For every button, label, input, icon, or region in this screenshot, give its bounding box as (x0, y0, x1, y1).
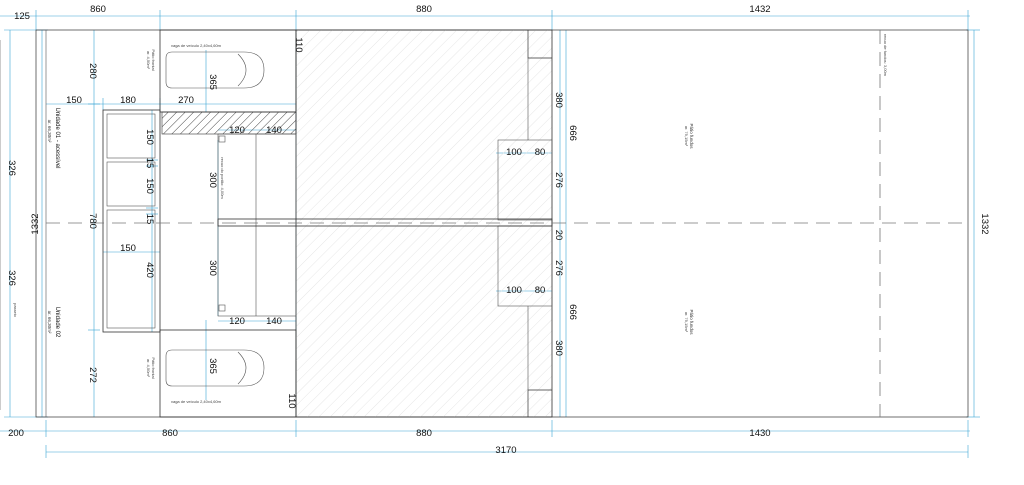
dim-front-mid-1: 180 (120, 95, 136, 106)
car-icon (165, 51, 265, 89)
dim-rooms-width: 150 (120, 243, 136, 254)
dim-house-5: 666 (567, 304, 578, 320)
dim-front-mid-2: 270 (178, 95, 194, 106)
label-patio-back1-area: ar. 79,15m² (684, 126, 689, 147)
dim-house-6: 380 (553, 340, 564, 356)
dim-garage-0: 110 (293, 37, 304, 52)
label-muro-fundos: recuo de fundos: 3,00m (883, 34, 888, 77)
dim-right-total: 1332 (979, 213, 990, 234)
label-vehicle2: vaga de veículo 2,40x4,60m (171, 399, 222, 404)
dim-top-2: 880 (416, 4, 432, 15)
dim-front-0: 280 (87, 63, 98, 79)
dim-total: 3170 (495, 445, 516, 456)
label-patio-front1: Pátio frontal (151, 49, 156, 70)
dim-hall-bottom-0: 120 (229, 316, 245, 327)
dim-left-0: 326 (6, 160, 17, 176)
dim-front-mid-0: 150 (66, 95, 82, 106)
dim-house-2: 276 (553, 172, 564, 188)
dim-house-4: 276 (553, 260, 564, 276)
dim-house-1: 666 (567, 125, 578, 141)
dim-room-2: 150 (144, 178, 155, 194)
dim-top-0: 125 (14, 11, 30, 22)
dim-hall-top-0: 120 (229, 125, 245, 136)
dim-house-0: 380 (553, 92, 564, 108)
dim-hall-height-1: 300 (207, 260, 218, 276)
label-unit1-area: ar. 66,30m² (47, 120, 52, 143)
dim-bottom-1: 860 (162, 428, 178, 439)
dim-garage-2: 365 (207, 358, 218, 374)
label-passeio: passeio (13, 303, 18, 318)
dim-front-2: 272 (87, 367, 98, 383)
dim-hall-bottom-1: 140 (266, 316, 282, 327)
dim-front-1: 780 (87, 213, 98, 229)
dim-bay-1: 80 (535, 147, 546, 158)
dim-room-4: 420 (144, 262, 155, 278)
room-labels: Unidade 01 - acessível ar. 66,30m² Unida… (13, 34, 888, 404)
dim-top-3: 1432 (749, 4, 770, 15)
dim-bottom-3: 1430 (749, 428, 770, 439)
label-patio-front2-area: ar. 4,50m² (146, 359, 151, 378)
dim-house-3: 20 (553, 230, 564, 241)
label-patio-back1: Pátio fundos (689, 123, 694, 149)
dim-bottom-2: 880 (416, 428, 432, 439)
label-patio-front1-area: ar. 4,50m² (146, 51, 151, 70)
label-unit2-area: ar. 66,30m² (47, 311, 52, 334)
dim-room-1: 15 (144, 158, 155, 169)
dim-garage-1: 365 (207, 74, 218, 90)
dim-top-1: 860 (90, 4, 106, 15)
plan-outline (0, 29, 969, 418)
dim-bottom-0: 200 (8, 428, 24, 439)
label-patio-back2-area: ar. 79,15m² (684, 312, 689, 333)
dim-garage-3: 110 (286, 393, 297, 408)
label-patio-back2: Pátio fundos (689, 309, 694, 335)
label-patio-front2: Pátio frontal (151, 357, 156, 378)
dim-bay-2: 100 (506, 285, 522, 296)
dim-bay-0: 100 (506, 147, 522, 158)
car-icon (165, 349, 265, 387)
dim-hall-top-1: 140 (266, 125, 282, 136)
dim-hall-height-0: 300 (207, 172, 218, 188)
dim-bay-3: 80 (535, 285, 546, 296)
label-unit1: Unidade 01 - acessível (54, 107, 60, 168)
dim-left-1: 326 (6, 270, 17, 286)
label-vehicle1: vaga de veículo 2,40x4,60m (171, 43, 222, 48)
dim-room-3: 15 (144, 214, 155, 225)
label-muro-portao: recuo do portão: 4,00m (220, 157, 225, 199)
dim-room-0: 150 (144, 129, 155, 145)
dimension-labels: 125 860 880 1432 200 860 880 1430 3170 3… (6, 4, 990, 456)
label-unit2: Unidade 02 (54, 307, 60, 338)
dim-left-total: 1332 (30, 213, 41, 234)
